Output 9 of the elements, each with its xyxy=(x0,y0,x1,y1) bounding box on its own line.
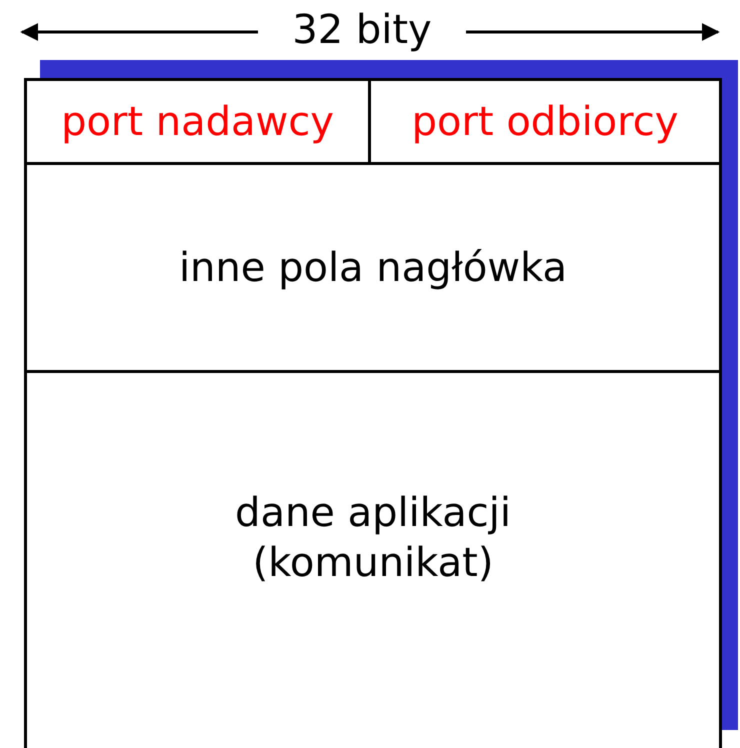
field-label: port odbiorcy xyxy=(412,98,678,146)
port-field xyxy=(368,78,722,165)
port-field xyxy=(24,78,371,165)
data-field xyxy=(24,370,722,748)
field-label: port nadawcy xyxy=(61,98,334,146)
field-label: inne pola nagłówka xyxy=(178,244,568,292)
field-label: dane aplikacji (komunikat) xyxy=(234,489,512,588)
width-label: 32 bity xyxy=(291,6,433,54)
header-field xyxy=(24,162,722,373)
